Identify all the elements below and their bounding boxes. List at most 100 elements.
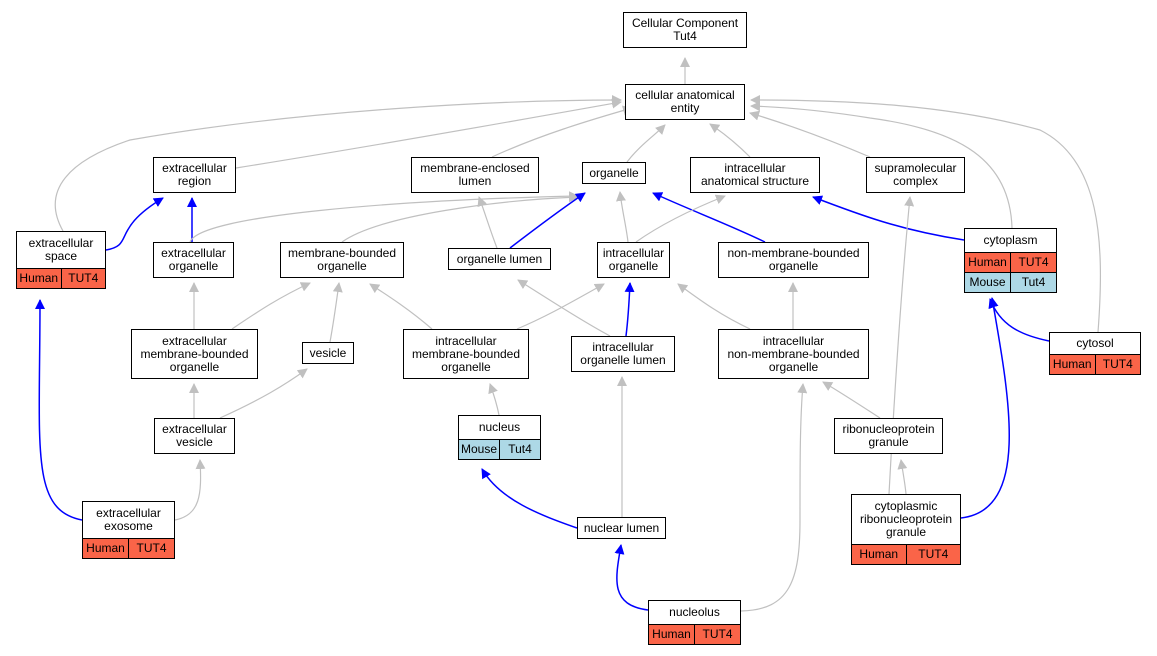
node-label: extracellular membrane-bounded organelle [140, 333, 249, 374]
node-io[interactable]: intracellular organelle [597, 242, 670, 278]
node-label: cytoplasm [983, 233, 1038, 247]
species-cell: Human [17, 269, 61, 288]
gene-cell: TUT4 [128, 539, 174, 558]
node-ol[interactable]: organelle lumen [448, 248, 551, 270]
gene-cell: TUT4 [60, 269, 105, 288]
node-label: supramolecular complex [874, 161, 957, 188]
node-label: organelle [589, 165, 639, 180]
edge-cyto-to-ias [812, 195, 965, 241]
gene-cell: TUT4 [905, 545, 960, 564]
node-iol[interactable]: intracellular organelle lumen [571, 336, 675, 372]
node-org[interactable]: organelle [582, 162, 646, 184]
species-cell: Mouse [459, 440, 499, 459]
edge-iol-to-io [624, 282, 635, 337]
node-label: nucleus [478, 420, 521, 434]
edge-nuc-to-imbo [488, 383, 500, 416]
edge-ol-to-mel [477, 196, 498, 249]
edge-crnpg-to-cyto [960, 297, 1011, 519]
species-cell: Human [649, 625, 694, 644]
edge-inmbo-to-io [677, 283, 751, 330]
edge-io-to-ias [652, 192, 766, 243]
node-mel[interactable]: membrane-enclosed lumen [411, 157, 539, 193]
species-cell: Human [1050, 355, 1095, 374]
edge-nl-to-nuc [481, 468, 578, 529]
node-label: intracellular non-membrane-bounded organ… [727, 333, 860, 374]
edge-ol-to-org [509, 192, 586, 249]
node-label: cytoplasmic ribonucleoprotein granule [859, 499, 953, 539]
edge-ias-to-cae [709, 123, 751, 158]
gene-cell: TUT4 [1010, 253, 1056, 272]
edge-cyto-to-cae [750, 101, 1013, 229]
edge-exo-to-es [34, 299, 83, 521]
node-label: intracellular organelle [602, 246, 665, 273]
edge-smc-to-cae [749, 110, 871, 158]
species-cell: Human [852, 545, 906, 564]
edge-org-to-cae [626, 124, 666, 163]
node-cae[interactable]: cellular anatomical entity [625, 84, 745, 120]
node-label: organelle lumen [456, 251, 543, 266]
edge-mbo-to-org [341, 192, 579, 243]
edge-rnpg-to-inmbo [822, 381, 881, 419]
species-cell: Mouse [965, 273, 1010, 292]
species-cell: Human [83, 539, 128, 558]
species-cell: Human [965, 253, 1010, 272]
edge-es-to-er [105, 197, 164, 251]
node-label: nucleolus [669, 605, 720, 619]
node-label: extracellular space [28, 236, 94, 263]
node-mbo[interactable]: membrane-bounded organelle [280, 242, 404, 278]
edge-cytosol-to-cae [750, 95, 1101, 333]
edge-exo-to-ev [174, 459, 206, 521]
gene-cell: Tut4 [499, 440, 540, 459]
node-nmbo[interactable]: non-membrane-bounded organelle [718, 242, 869, 278]
node-label: ribonucleoprotein granule [842, 422, 935, 449]
node-ev[interactable]: extracellular vesicle [154, 418, 235, 454]
edge-mel-to-cae [491, 105, 633, 158]
node-nl[interactable]: nuclear lumen [577, 517, 666, 539]
node-embo[interactable]: extracellular membrane-bounded organelle [131, 329, 258, 379]
node-ias[interactable]: intracellular anatomical structure [690, 157, 820, 193]
edge-er-to-cae [235, 98, 622, 169]
edge-io-to-org [616, 191, 629, 243]
node-label: vesicle [309, 345, 347, 360]
edge-ev-to-ves [219, 368, 308, 419]
edge-embo-to-mbo [231, 282, 311, 330]
node-eo[interactable]: extracellular organelle [153, 242, 234, 278]
node-label: nuclear lumen [583, 520, 660, 535]
node-label: intracellular membrane-bounded organelle [411, 333, 521, 374]
edge-eo-to-org [189, 191, 579, 243]
node-inmbo[interactable]: intracellular non-membrane-bounded organ… [718, 329, 869, 379]
node-root[interactable]: Cellular Component Tut4 [623, 12, 747, 48]
node-imbo[interactable]: intracellular membrane-bounded organelle [403, 329, 529, 379]
gene-cell: Tut4 [1010, 273, 1056, 292]
node-label: cytosol [1076, 336, 1114, 350]
edge-iol-to-ol [517, 279, 611, 337]
node-label: Cellular Component Tut4 [631, 16, 739, 43]
node-label: extracellular organelle [161, 246, 226, 273]
edge-nmbo-to-org [635, 194, 726, 243]
edge-es-to-cae [54, 95, 622, 232]
edge-imbo-to-mbo [369, 283, 433, 330]
node-label: intracellular anatomical structure [700, 161, 810, 188]
node-label: extracellular exosome [96, 506, 161, 533]
edge-nucleolus-to-nl [614, 544, 649, 611]
node-label: cellular anatomical entity [635, 88, 735, 115]
node-smc[interactable]: supramolecular complex [866, 157, 965, 193]
gene-cell: TUT4 [694, 625, 740, 644]
node-er[interactable]: extracellular region [153, 157, 236, 193]
node-rnpg[interactable]: ribonucleoprotein granule [834, 418, 943, 454]
node-ves[interactable]: vesicle [302, 342, 354, 364]
